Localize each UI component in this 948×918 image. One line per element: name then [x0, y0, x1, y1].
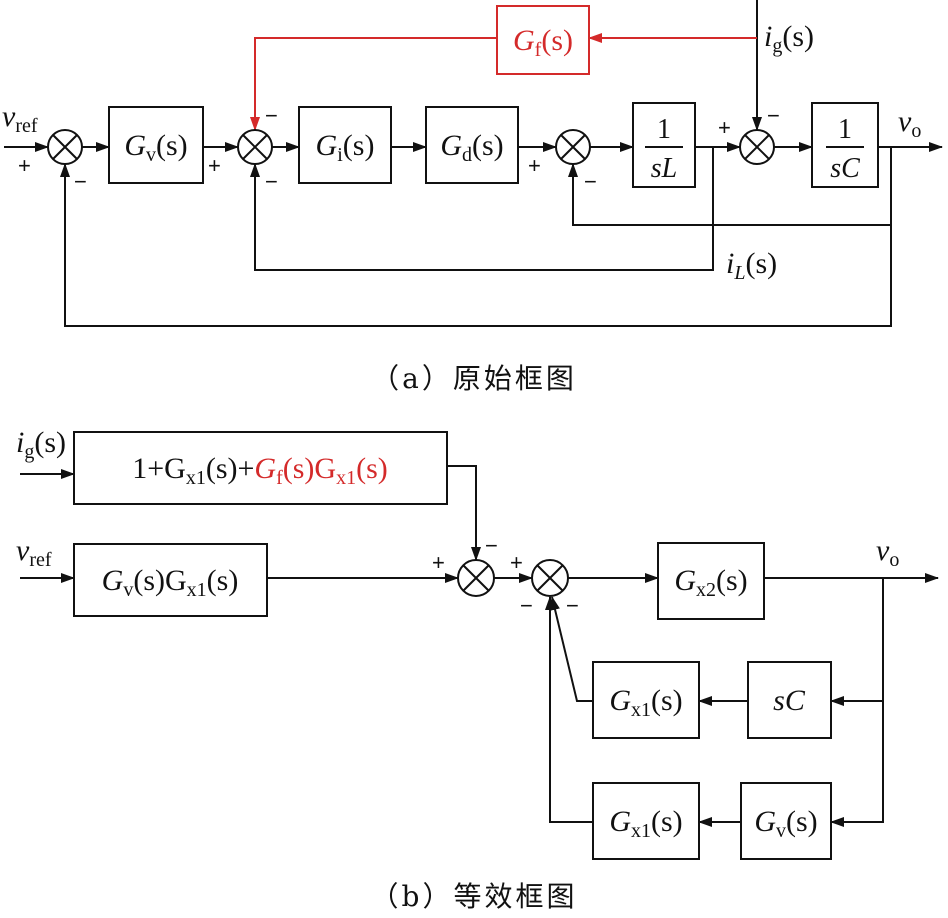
- block-ref-b: Gv(s)Gx1(s): [73, 543, 268, 617]
- sign-b2-minus-left: −: [520, 593, 533, 618]
- block-top-b: 1+Gx1(s)+Gf(s)Gx1(s): [73, 431, 448, 505]
- caption-b: （b）等效框图: [371, 880, 578, 913]
- gf-to-sum2-line: [250, 37, 497, 131]
- label-vo-b: vo: [876, 534, 899, 571]
- sum-junction-3: [555, 129, 591, 165]
- svg-text:sC: sC: [830, 153, 860, 184]
- label-vo-a: vo: [898, 105, 921, 142]
- sign-sum2-minus-top: −: [265, 103, 278, 128]
- vo-inner-feedback-line: [568, 147, 892, 226]
- sign-sum2-minus-bottom: −: [265, 169, 278, 194]
- svg-text:Gx1(s): Gx1(s): [609, 805, 682, 842]
- svg-text:1: 1: [838, 114, 852, 145]
- svg-text:Gv(s): Gv(s): [124, 129, 187, 166]
- block-gd: Gd(s): [425, 106, 519, 184]
- block-gi: Gi(s): [298, 106, 392, 184]
- label-vref-a: vref: [2, 100, 38, 137]
- block-gv: Gv(s): [108, 106, 204, 184]
- block-gx1-b-b: Gx1(s): [592, 782, 700, 860]
- block-gx1-a-b: Gx1(s): [592, 661, 700, 739]
- caption-a: （a）原始框图: [371, 362, 577, 395]
- diagram-a: Gv(s) Gi(s) Gd(s) Gf(s) 1 sL 1 sC vref v: [2, 0, 943, 395]
- sign-sum3-minus: −: [584, 169, 597, 194]
- sum-junction-4: [739, 129, 775, 165]
- label-il-a: iL(s): [726, 247, 777, 284]
- sum-junction-b1: [457, 559, 495, 597]
- label-ig-a: ig(s): [764, 20, 814, 57]
- sign-b1-minus: −: [485, 533, 498, 558]
- svg-text:sC: sC: [773, 684, 806, 717]
- line-gx1a-to-sum2: [550, 596, 593, 702]
- label-vref-b: vref: [16, 534, 52, 571]
- svg-text:Gx1(s): Gx1(s): [609, 684, 682, 721]
- svg-text:Gf(s): Gf(s): [513, 24, 573, 61]
- svg-text:sL: sL: [651, 153, 677, 184]
- sign-sum3-plus: +: [528, 153, 541, 178]
- sum-junction-b2: [531, 559, 569, 597]
- svg-text:Gi(s): Gi(s): [316, 129, 375, 166]
- svg-text:1+Gx1(s)+Gf(s)Gx1(s): 1+Gx1(s)+Gf(s)Gx1(s): [132, 452, 388, 489]
- line-vo-to-sc: [830, 578, 884, 706]
- label-ig-b: ig(s): [16, 426, 66, 463]
- svg-text:1: 1: [657, 114, 671, 145]
- sign-sum1-minus: −: [74, 169, 87, 194]
- sign-sum4-plus: +: [718, 115, 731, 140]
- block-gv-b: Gv(s): [740, 782, 832, 860]
- sign-sum1-plus: +: [18, 153, 31, 178]
- line-vo-to-gv-b: [830, 701, 884, 827]
- diagram-b: 1+Gx1(s)+Gf(s)Gx1(s) Gv(s)Gx1(s) Gx2(s) …: [16, 426, 939, 913]
- block-1-over-sl: 1 sL: [632, 102, 696, 188]
- block-sc-b: sC: [747, 661, 832, 739]
- line-gx1b-to-sum2: [545, 596, 593, 823]
- svg-text:Gv(s)Gx1(s): Gv(s)Gx1(s): [102, 564, 239, 601]
- sign-sum4-minus: −: [767, 103, 780, 128]
- svg-text:Gx2(s): Gx2(s): [674, 564, 747, 601]
- svg-text:Gd(s): Gd(s): [440, 129, 503, 166]
- block-gx2-b: Gx2(s): [657, 542, 765, 620]
- sign-b1-plus: +: [432, 550, 445, 575]
- sign-b2-minus-right: −: [566, 593, 579, 618]
- sign-b2-plus: +: [510, 550, 523, 575]
- block-1-over-sc: 1 sC: [811, 102, 879, 188]
- svg-text:Gv(s): Gv(s): [754, 805, 817, 842]
- il-feedback-line: [250, 147, 714, 271]
- vo-outer-feedback-line: [60, 163, 892, 327]
- sum-junction-1: [47, 129, 83, 165]
- sum-junction-2: [237, 129, 273, 165]
- line-top-block-to-sum1: [447, 465, 481, 561]
- sign-sum2-plus: +: [208, 153, 221, 178]
- block-gf: Gf(s): [496, 5, 590, 75]
